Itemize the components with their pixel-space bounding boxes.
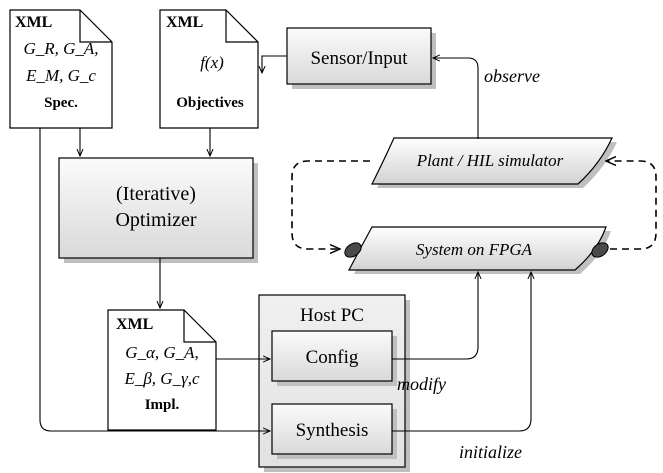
sensor-input-box: Sensor/Input [286,27,436,89]
objectives-footer: Objectives [176,95,244,111]
impl-line2: E_β, G_γ,c [123,369,200,388]
plant-hil-label: Plant / HIL simulator [416,151,564,170]
plant-hil-shape: Plant / HIL simulator [371,137,617,188]
optimizer-label-line1: (Iterative) [116,183,196,205]
fpga-shape: System on FPGA [344,226,611,274]
optimizer-label-line2: Optimizer [115,209,196,231]
observe-label: observe [484,66,540,86]
arrow-synthesis-to-fpga [392,272,531,432]
fpga-label: System on FPGA [416,240,533,259]
host-pc-title: Host PC [300,305,364,326]
objectives-document: XML f(x) Objectives [159,9,259,129]
synthesis-label: Synthesis [296,420,369,441]
spec-footer: Spec. [44,95,78,111]
modify-label: modify [397,374,446,394]
objectives-header: XML [166,14,203,31]
optimizer-box: (Iterative) Optimizer [58,157,258,263]
fpga-port-right [591,242,609,258]
spec-line2: E_M, G_c [25,66,96,85]
impl-line1: G_α, G_A, [125,343,199,362]
spec-document: XML G_R, G_A, E_M, G_c Spec. [9,9,113,129]
spec-header: XML [15,14,52,31]
config-box: Config [271,330,397,386]
arrow-plant-to-sensor [433,58,479,139]
spec-line1: G_R, G_A, [23,39,98,58]
arrow-config-to-fpga [392,272,478,360]
fpga-port-left [344,242,362,258]
sensor-input-label: Sensor/Input [310,48,408,69]
impl-header: XML [116,316,153,333]
dashed-loop [291,161,657,249]
objectives-line1: f(x) [200,53,224,72]
impl-document: XML G_α, G_A, E_β, G_γ,c Impl. [107,309,217,431]
arrow-sensor-to-objectives [262,55,287,73]
impl-footer: Impl. [145,397,180,413]
initialize-label: initialize [459,442,522,462]
arrow-spec-to-synthesis [39,128,270,431]
synthesis-box: Synthesis [271,403,397,459]
config-label: Config [306,347,359,368]
